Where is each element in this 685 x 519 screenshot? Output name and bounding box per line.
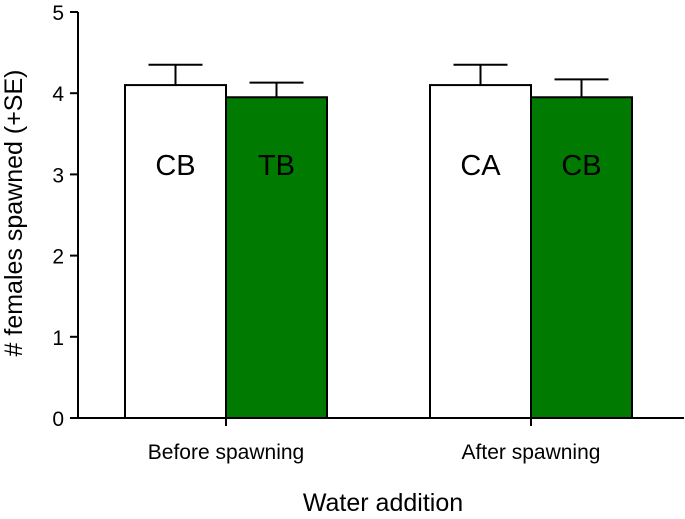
bars: CB TB CA CB	[124, 63, 633, 420]
x-axis-title: Water addition	[303, 489, 463, 517]
y-tick-label: 0	[52, 408, 64, 431]
bar-label: CB	[561, 150, 601, 182]
x-axis: Before spawning After spawning	[77, 417, 684, 464]
bar-label: CB	[155, 150, 195, 182]
y-tick-label: 2	[52, 246, 64, 269]
y-axis-title: # females spawned (+SE)	[0, 70, 28, 357]
x-tick-label: Before spawning	[148, 441, 304, 464]
y-axis: 0 1 2 3 4 5	[52, 2, 79, 431]
y-tick-label: 3	[52, 164, 64, 187]
bar-label: CA	[460, 150, 501, 182]
y-tick-label: 1	[52, 327, 64, 350]
bar	[124, 84, 227, 420]
y-tick-label: 5	[52, 2, 64, 25]
bar	[225, 96, 328, 419]
y-tick-label: 4	[52, 83, 64, 106]
x-tick-label: After spawning	[462, 441, 601, 464]
bar	[429, 84, 532, 420]
bar	[530, 96, 633, 419]
bar-label: TB	[258, 150, 295, 182]
